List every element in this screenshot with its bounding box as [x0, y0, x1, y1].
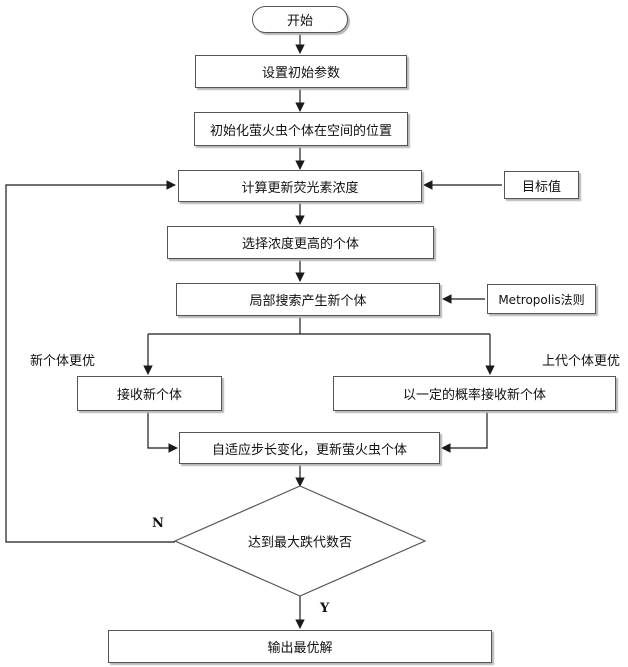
arrow-accept-new-to-adaptive — [148, 410, 177, 448]
accept-prob-box: 以一定的概率接收新个体 — [333, 376, 616, 411]
prev-better-label: 上代个体更优 — [542, 350, 620, 369]
adaptive-step-box: 自适应步长变化，更新萤火虫个体 — [179, 432, 440, 464]
target-value-box: 目标值 — [504, 171, 579, 199]
compute-luciferin-box: 计算更新荧光素浓度 — [178, 170, 422, 202]
local-search-box: 局部搜索产生新个体 — [176, 283, 440, 316]
line-search-split — [148, 315, 490, 334]
init-position-box: 初始化萤火虫个体在空间的位置 — [194, 112, 408, 146]
metropolis-rule-label: Metropolis法则 — [498, 291, 584, 308]
start-terminator: 开始 — [252, 6, 348, 33]
adaptive-step-label: 自适应步长变化，更新萤火虫个体 — [212, 439, 407, 458]
new-better-label: 新个体更优 — [30, 350, 95, 369]
accept-new-box: 接收新个体 — [77, 376, 222, 411]
max-iter-decision-label: 达到最大跌代数否 — [248, 532, 352, 551]
set-params-label: 设置初始参数 — [262, 62, 340, 81]
output-best-label: 输出最优解 — [267, 637, 332, 656]
select-higher-label: 选择浓度更高的个体 — [242, 233, 359, 252]
yes-branch-label: Y — [320, 601, 329, 616]
accept-prob-label: 以一定的概率接收新个体 — [403, 384, 546, 403]
start-label: 开始 — [287, 10, 313, 29]
output-best-box: 输出最优解 — [108, 630, 492, 663]
arrow-accept-prob-to-adaptive — [442, 410, 487, 448]
local-search-label: 局部搜索产生新个体 — [249, 290, 366, 309]
select-higher-box: 选择浓度更高的个体 — [167, 226, 434, 259]
metropolis-rule-box: Metropolis法则 — [487, 284, 596, 314]
target-value-label: 目标值 — [522, 176, 561, 195]
init-position-label: 初始化萤火虫个体在空间的位置 — [210, 120, 392, 139]
accept-new-label: 接收新个体 — [117, 384, 182, 403]
compute-luciferin-label: 计算更新荧光素浓度 — [241, 177, 358, 196]
no-branch-label: N — [152, 516, 164, 531]
set-params-box: 设置初始参数 — [195, 55, 407, 88]
